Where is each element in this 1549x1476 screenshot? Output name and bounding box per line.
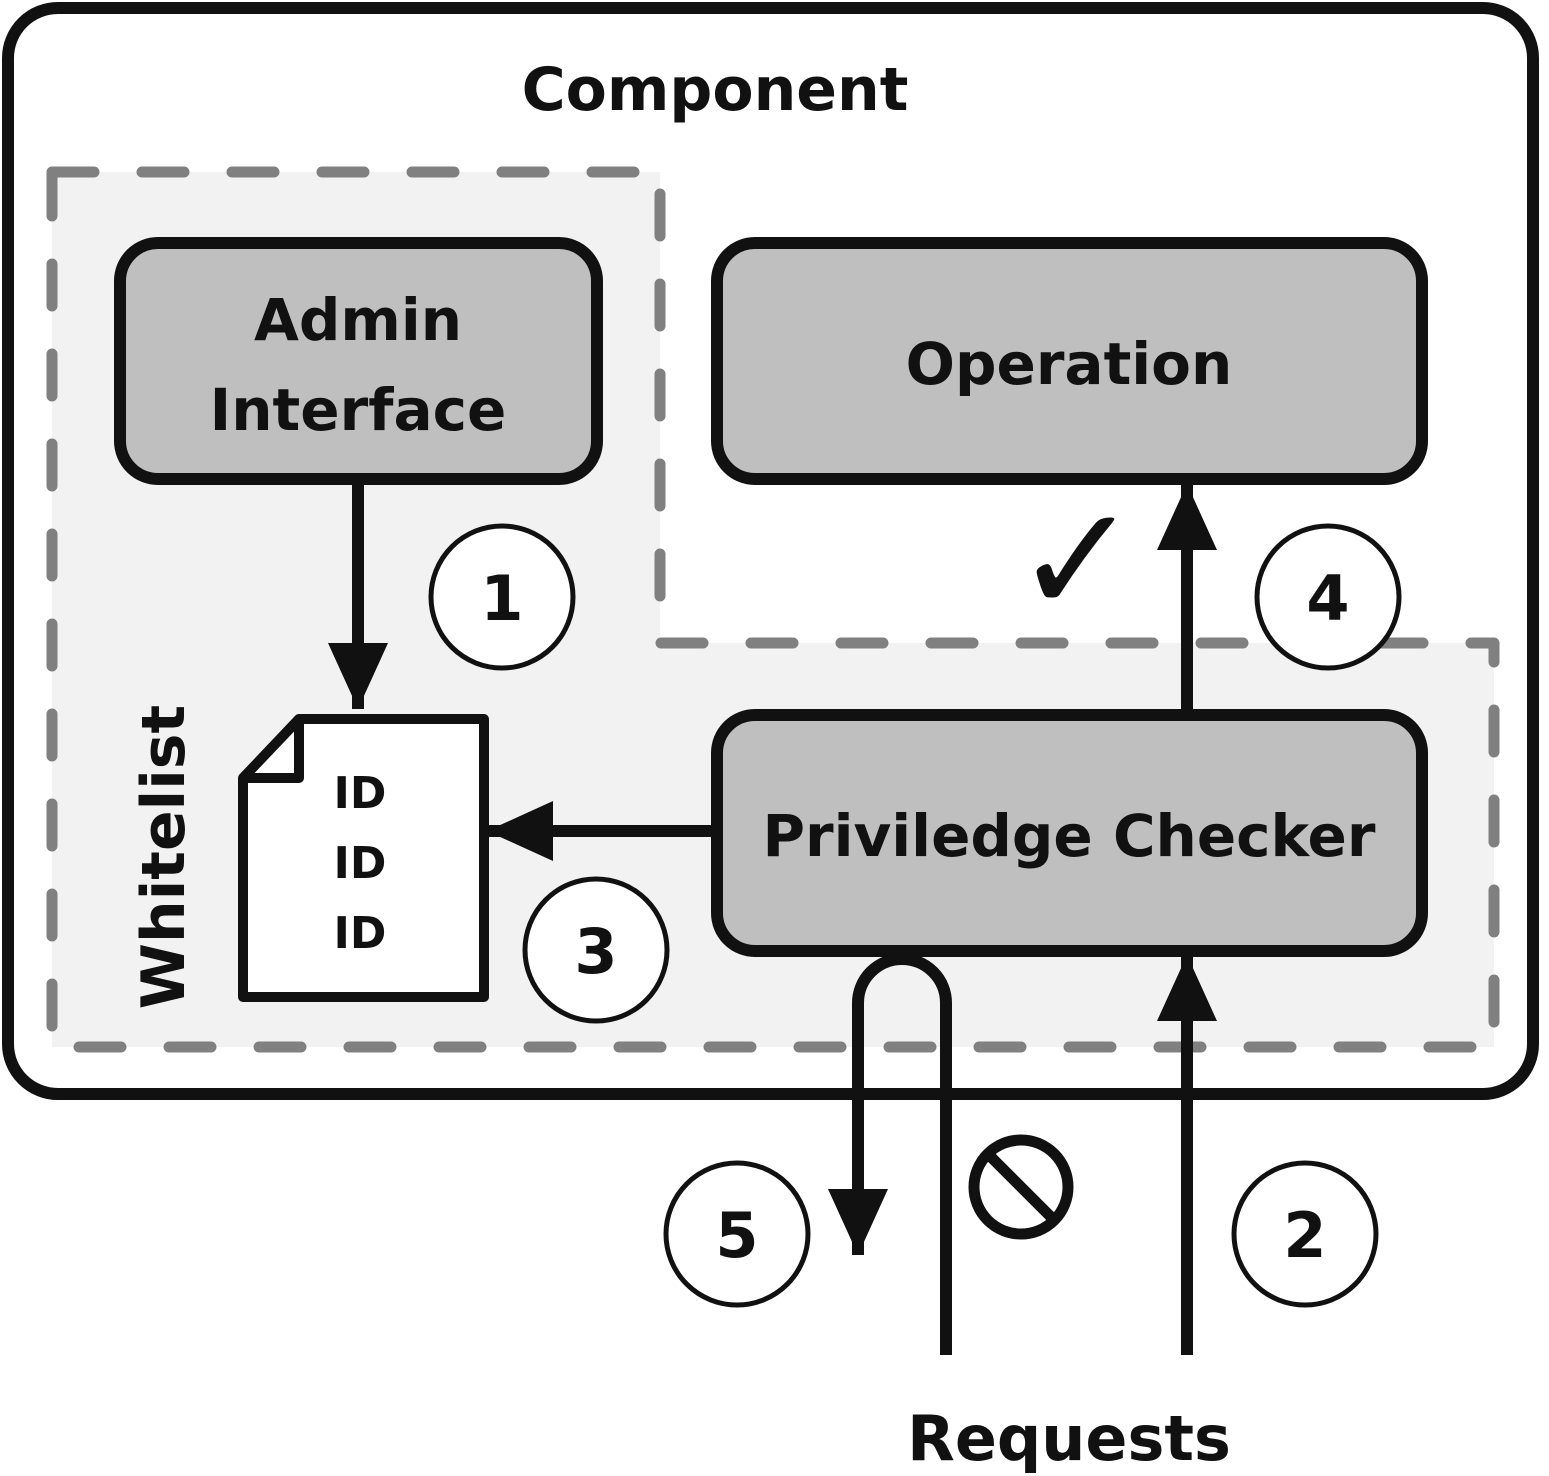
check-mark-icon: ✓ bbox=[1014, 474, 1140, 648]
document-entry: ID bbox=[334, 768, 387, 819]
requests-label: Requests bbox=[907, 1402, 1231, 1475]
step-number: 3 bbox=[574, 915, 617, 988]
step-marker-2: 2 bbox=[1231, 1160, 1379, 1308]
document-entry: ID bbox=[334, 908, 387, 959]
step-marker-1: 1 bbox=[428, 523, 576, 671]
admin-interface-label-line2: Interface bbox=[210, 376, 507, 444]
admin-interface-box bbox=[114, 237, 603, 485]
step-number: 4 bbox=[1306, 562, 1349, 635]
step-marker-4: 4 bbox=[1254, 523, 1402, 671]
component-title: Component bbox=[522, 55, 909, 125]
whitelist-label: Whitelist bbox=[129, 705, 199, 1009]
step-number: 2 bbox=[1283, 1199, 1326, 1272]
step-marker-5: 5 bbox=[663, 1160, 811, 1308]
whitelist-document-icon bbox=[238, 714, 489, 1002]
step-number: 5 bbox=[715, 1199, 758, 1272]
priviledge-checker-label: Priviledge Checker bbox=[763, 802, 1376, 870]
operation-label: Operation bbox=[906, 330, 1233, 398]
operation-box bbox=[711, 237, 1428, 485]
admin-interface-label-line1: Admin bbox=[254, 286, 462, 354]
no-entry-icon bbox=[968, 1134, 1074, 1240]
step-marker-3: 3 bbox=[522, 876, 670, 1024]
arrow-rejected-request bbox=[828, 953, 952, 1355]
step-number: 1 bbox=[480, 562, 523, 635]
document-entry: ID bbox=[334, 838, 387, 889]
priviledge-checker-box bbox=[711, 709, 1428, 957]
